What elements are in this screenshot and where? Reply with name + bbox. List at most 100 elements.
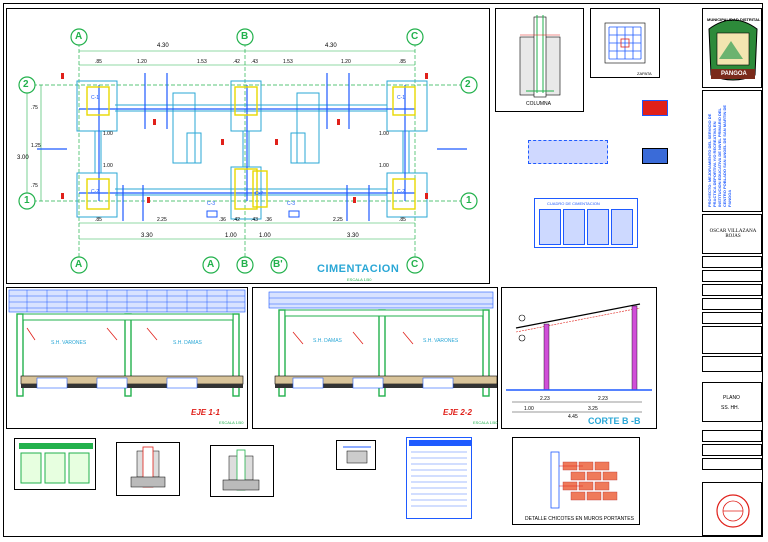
project-description: PROYECTO: MEJORAMIENTO DEL SERVICIO DE P…	[707, 104, 732, 207]
dimension-label: 3.30	[347, 233, 359, 239]
plan-name: SS. HH.	[721, 405, 740, 411]
info-cell	[702, 326, 762, 354]
municipality-name: MUNICIPALIDAD DISTRITAL	[707, 17, 761, 22]
dimension-label: 4.45	[568, 414, 578, 420]
column-detail-drawing	[519, 15, 561, 98]
axis-label-bottom: A	[75, 259, 83, 270]
dimension-label: 1.00	[524, 406, 534, 412]
zapata-detail-drawing	[604, 22, 646, 64]
axis-label-top: B	[241, 31, 249, 42]
project-cell: PROYECTO: MEJORAMIENTO DEL SERVICIO DE P…	[702, 90, 762, 212]
dimension-label: 1.53	[197, 59, 207, 65]
dimension-label: 3.30	[141, 233, 153, 239]
logo-cell: MUNICIPALIDAD DISTRITAL PANGOA	[702, 8, 762, 88]
column-label: C-3	[207, 201, 216, 207]
detail-drawing-1	[19, 443, 93, 484]
info-cell	[702, 458, 762, 470]
dimension-label: .75	[31, 183, 38, 189]
section-scale: ESCALA 1/50	[219, 420, 244, 425]
detail-panel-2	[116, 442, 180, 496]
detail-panel-4	[336, 440, 376, 470]
column-label: C-1	[91, 95, 100, 101]
dimension-label: 1.00	[103, 163, 113, 169]
sheet-number-stamp	[716, 494, 750, 528]
zapata-detail-panel: ZAPATA	[590, 8, 660, 78]
detail-drawing-3	[222, 449, 260, 491]
axis-label-bottom: B'	[273, 259, 283, 270]
dimension-label: .85	[399, 59, 406, 65]
section-eje-1-1-drawing	[8, 289, 246, 397]
designer-name: OSCAR VILLAZANA ROJAS	[709, 229, 757, 239]
spec-notes-drawing	[409, 440, 471, 507]
dimension-label: .85	[95, 59, 102, 65]
chicotes-detail-title: DETALLE CHICOTES EN MUROS PORTANTES	[525, 516, 634, 522]
room-label: S.H. DAMAS	[173, 340, 202, 346]
axis-label-top: C	[411, 31, 419, 42]
drawing-frame	[3, 3, 763, 537]
section-scale: ESCALA 1/50	[473, 420, 498, 425]
axis-label-bottom: B	[241, 259, 249, 270]
foundation-table-cell	[611, 209, 633, 245]
municipality-seal	[708, 19, 758, 81]
plan-name-cell: PLANO SS. HH.	[702, 382, 762, 422]
column-label: C-3	[287, 201, 296, 207]
dimension-label: 4.30	[325, 43, 337, 49]
info-cell	[702, 298, 762, 310]
dimension-label: .42	[233, 217, 240, 223]
dimension-label: 1.25	[31, 143, 41, 149]
dimension-label: 1.00	[379, 131, 389, 137]
foundation-table-cell	[563, 209, 585, 245]
title-block: MUNICIPALIDAD DISTRITAL PANGOA PROYECTO:…	[702, 8, 762, 536]
column-label: C-2	[397, 189, 406, 195]
legend-swatch-blue	[642, 148, 668, 164]
foundation-table-cell	[587, 209, 609, 245]
dimension-label: 2.23	[598, 396, 608, 402]
section-title: CORTE B -B	[588, 416, 641, 426]
dimension-label: 2.25	[157, 217, 167, 223]
sheet-cell	[702, 482, 762, 536]
dimension-label: .36	[219, 217, 226, 223]
detail-drawing-2	[130, 446, 166, 488]
info-cell	[702, 270, 762, 282]
section-eje-1-1-panel: S.H. VARONES S.H. DAMAS EJE 1-1 ESCALA 1…	[6, 287, 248, 429]
chicotes-detail-drawing	[550, 451, 618, 509]
dimension-label: .85	[399, 217, 406, 223]
foundation-table-title: CUADRO DE CIMENTACION	[547, 201, 600, 206]
chicotes-detail-panel: DETALLE CHICOTES EN MUROS PORTANTES	[512, 437, 640, 525]
plan-title: CIMENTACION	[317, 263, 400, 275]
dimension-label: 1.20	[341, 59, 351, 65]
section-b-b-panel: 2.23 2.23 1.00 3.25 4.45 CORTE B -B	[501, 287, 657, 429]
axis-label-side: 1	[24, 195, 30, 206]
section-eje-2-2-panel: S.H. DAMAS S.H. VARONES EJE 2-2 ESCALA 1…	[252, 287, 498, 429]
foundation-table-cell	[539, 209, 561, 245]
column-detail-label: COLUMNA	[526, 101, 552, 107]
info-cell	[702, 256, 762, 268]
foundation-plan-drawing	[18, 28, 478, 274]
axis-label-side: 1	[466, 195, 472, 206]
detail-thumbnail	[528, 140, 608, 164]
dimension-label: .85	[95, 217, 102, 223]
dimension-label: 3.00	[17, 155, 29, 161]
info-cell	[702, 284, 762, 296]
info-cell	[702, 356, 762, 372]
info-cell	[702, 430, 762, 442]
room-label: S.H. DAMAS	[313, 338, 342, 344]
section-title: EJE 2-2	[443, 408, 472, 417]
dimension-label: .42	[233, 59, 240, 65]
section-title: EJE 1-1	[191, 408, 220, 417]
dimension-label: 2.25	[333, 217, 343, 223]
plan-label: PLANO	[723, 395, 740, 401]
dimension-label: 2.23	[540, 396, 550, 402]
dimension-label: .43	[251, 217, 258, 223]
info-cell	[702, 312, 762, 324]
column-label: C-2	[91, 189, 100, 195]
dimension-label: 1.00	[259, 233, 271, 239]
axis-label-side: 2	[465, 79, 471, 90]
axis-label-side: 2	[23, 79, 29, 90]
municipality-town: PANGOA	[721, 71, 747, 77]
dimension-label: 1.53	[283, 59, 293, 65]
detail-panel-3	[210, 445, 274, 497]
detail-panel-1	[14, 438, 96, 490]
column-label: C-1	[397, 95, 406, 101]
dimension-label: .75	[31, 105, 38, 111]
